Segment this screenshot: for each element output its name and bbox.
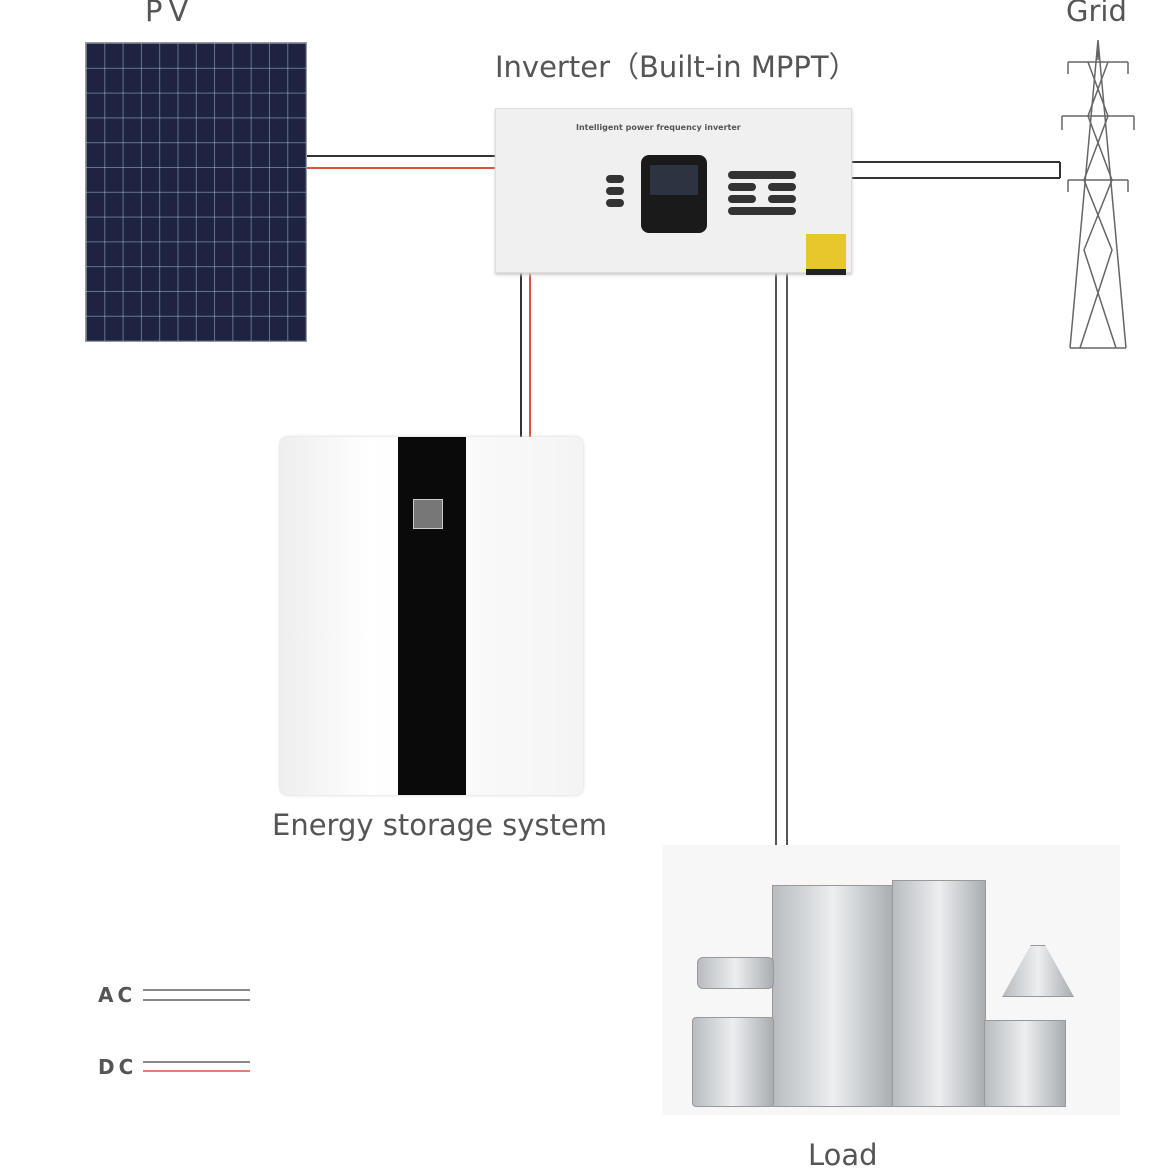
inverter-indicator xyxy=(728,183,756,191)
battery-image xyxy=(280,437,583,795)
inverter-indicator xyxy=(606,175,624,183)
inverter-indicator xyxy=(606,199,624,207)
solar-panel-image xyxy=(85,42,307,342)
legend-dc-line xyxy=(143,1061,250,1072)
legend-dc-label: DC xyxy=(98,1055,138,1079)
inverter-indicator xyxy=(728,171,796,179)
dishwasher-icon xyxy=(984,1020,1066,1107)
pv-dc-wire xyxy=(305,155,495,169)
storage-label: Energy storage system xyxy=(272,808,607,842)
grid-ac-wire xyxy=(850,161,1061,179)
inverter-indicator xyxy=(768,195,796,203)
inverter-panel-title: Intelligent power frequency inverter xyxy=(576,123,741,132)
load-appliances-image xyxy=(662,845,1120,1115)
battery-display xyxy=(413,499,443,529)
inverter-image: Intelligent power frequency inverter xyxy=(495,108,852,275)
warning-sticker-icon xyxy=(806,234,846,275)
legend-ac-label: AC xyxy=(98,983,137,1007)
inverter-indicator xyxy=(768,183,796,191)
legend-ac-line xyxy=(143,989,250,1001)
inverter-label: Inverter（Built-in MPPT） xyxy=(495,50,858,84)
grid-tower-icon xyxy=(1061,39,1135,349)
inverter-display xyxy=(641,155,707,233)
range-hood-icon xyxy=(1002,945,1074,997)
inverter-indicator xyxy=(728,195,756,203)
inverter-indicator xyxy=(728,207,796,215)
air-conditioner-icon xyxy=(697,957,774,989)
grid-label: Grid xyxy=(1066,0,1127,28)
washing-machine-icon xyxy=(692,1017,774,1107)
load-ac-wire xyxy=(775,271,788,845)
fridge-icon xyxy=(772,885,894,1107)
inverter-indicator xyxy=(606,187,624,195)
fridge-icon xyxy=(892,880,986,1107)
battery-dc-wire xyxy=(520,271,531,437)
pv-label: PV xyxy=(145,0,195,28)
load-label: Load xyxy=(808,1138,878,1172)
